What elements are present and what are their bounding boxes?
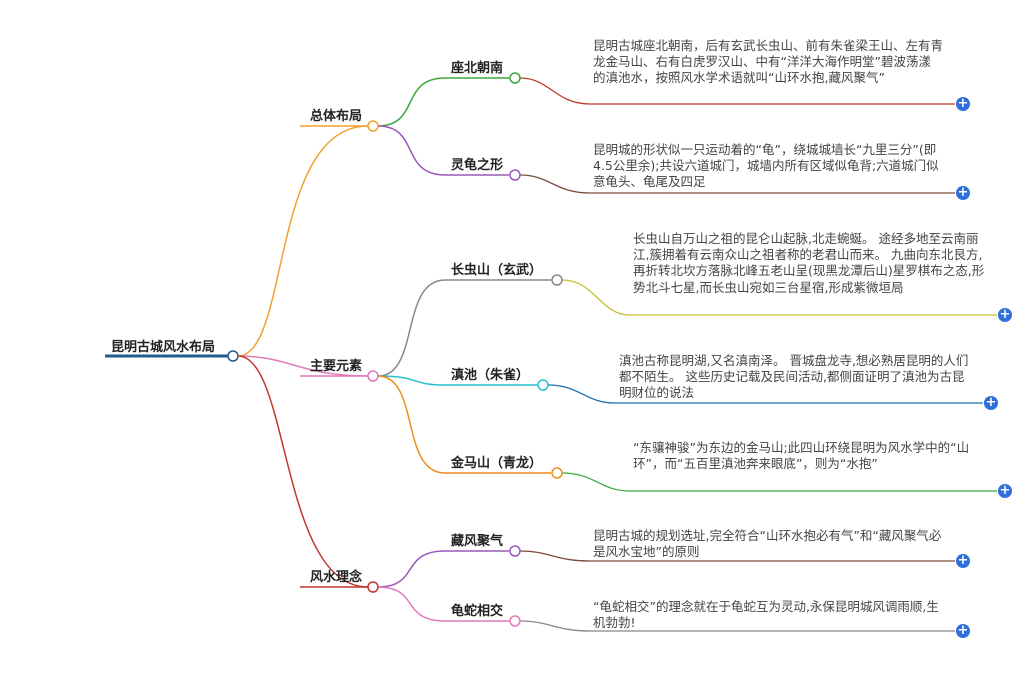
root-node-dot[interactable]	[227, 350, 239, 362]
branch-label-2[interactable]: 风水理念	[310, 570, 363, 585]
edge-note-4	[561, 472, 997, 492]
branch-label-0[interactable]: 总体布局	[310, 109, 363, 124]
note-text-3: 滇池古称昆明湖,又名滇南泽。 晋城盘龙寺,想必熟居昆明的人们都不陌生。 这些历史…	[619, 353, 969, 401]
child-dot-4[interactable]	[551, 467, 563, 479]
edge-b1-c0	[377, 279, 446, 377]
edge-note-6	[519, 620, 955, 632]
edge-note-0	[519, 77, 955, 105]
child-label-5[interactable]: 藏风聚气	[451, 534, 504, 549]
branch-label-1[interactable]: 主要元素	[310, 359, 363, 374]
edge-root-branch-0	[237, 125, 369, 357]
plus-circle-icon[interactable]: +	[956, 96, 970, 111]
child-label-6[interactable]: 龟蛇相交	[451, 604, 504, 619]
edge-note-5	[519, 550, 955, 562]
edge-root-branch-2	[237, 355, 369, 588]
plus-circle-icon[interactable]: +	[956, 185, 970, 200]
child-dot-5[interactable]	[509, 545, 521, 557]
child-dot-2[interactable]	[551, 274, 563, 286]
edge-b1-c1	[377, 375, 446, 386]
edge-b2-c1	[377, 586, 446, 622]
child-dot-0[interactable]	[509, 72, 521, 84]
plus-circle-icon[interactable]: +	[956, 623, 970, 638]
note-text-4: “东骧神骏”为东边的金马山;此四山环绕昆明为风水学中的“山环”，而“五百里滇池奔…	[633, 440, 970, 472]
child-label-4[interactable]: 金马山（青龙）	[451, 456, 543, 471]
plus-circle-icon[interactable]: +	[984, 395, 998, 410]
edge-note-3	[547, 384, 983, 404]
child-label-1[interactable]: 灵龟之形	[451, 158, 504, 173]
root-node-label[interactable]: 昆明古城风水布局	[111, 340, 216, 355]
note-text-0: 昆明古城座北朝南，后有玄武长虫山、前有朱雀梁王山、左有青龙金马山、右有白虎罗汉山…	[593, 38, 944, 86]
plus-circle-icon[interactable]: +	[956, 553, 970, 568]
note-text-1: 昆明城的形状似一只运动着的“龟”，绕城城墙长“九里三分”(即4.5公里余);共设…	[593, 142, 939, 190]
child-dot-3[interactable]	[537, 379, 549, 391]
edge-b2-c0	[377, 550, 446, 588]
edge-b0-c1	[377, 125, 446, 176]
branch-0-dot[interactable]	[367, 120, 379, 132]
plus-circle-icon[interactable]: +	[998, 307, 1012, 322]
branch-1-dot[interactable]	[367, 370, 379, 382]
note-text-2: 长虫山自万山之祖的昆仑山起脉,北走蜿蜒。 途经多地至云南丽江,簇拥着有云南众山之…	[633, 231, 985, 295]
edge-b1-c2	[377, 375, 446, 474]
edge-b0-c0	[377, 77, 446, 127]
child-dot-6[interactable]	[509, 615, 521, 627]
child-label-0[interactable]: 座北朝南	[451, 61, 504, 76]
child-label-3[interactable]: 滇池（朱雀）	[451, 368, 530, 383]
edge-root-branch-1	[237, 355, 369, 377]
child-label-2[interactable]: 长虫山（玄武）	[451, 263, 543, 278]
edge-note-2	[561, 279, 997, 316]
branch-2-dot[interactable]	[367, 581, 379, 593]
child-dot-1[interactable]	[509, 169, 521, 181]
plus-circle-icon[interactable]: +	[998, 483, 1012, 498]
note-text-6: “龟蛇相交”的理念就在于龟蛇互为灵动,永保昆明城风调雨顺,生机勃勃!	[593, 599, 939, 631]
edge-note-1	[519, 174, 955, 194]
note-text-5: 昆明古城的规划选址,完全符合“山环水抱必有气”和“藏风聚气必是风水宝地”的原则	[593, 528, 942, 560]
